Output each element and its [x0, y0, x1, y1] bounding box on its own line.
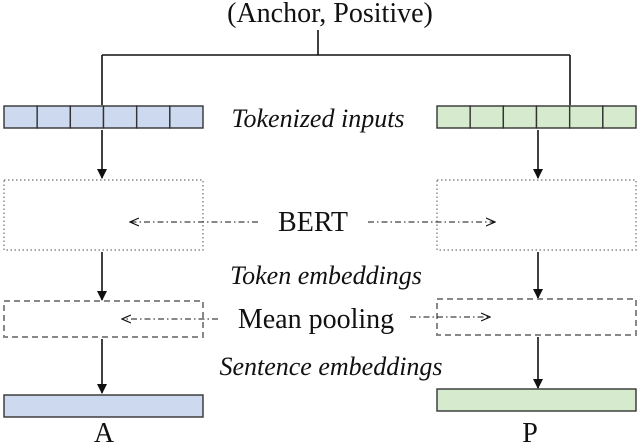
pair-title: (Anchor, Positive)	[227, 0, 433, 29]
pair-split-connector	[101, 30, 571, 105]
positive-token-cell	[602, 105, 637, 129]
sentence-embeddings-label: Sentence embeddings	[219, 352, 442, 381]
anchor-token-cell	[135, 105, 171, 129]
token-embeddings-label: Token embeddings	[230, 261, 422, 290]
positive-token-cell	[469, 105, 505, 129]
anchor-sentence-embedding	[3, 394, 204, 418]
positive-token-cell	[568, 105, 604, 129]
positive-bert-box	[436, 179, 637, 251]
anchor-token-cell	[69, 105, 105, 129]
anchor-token-cell	[36, 105, 72, 129]
anchor-token-bar	[3, 105, 204, 129]
anchor-output-label: A	[94, 418, 115, 444]
positive-token-cell	[502, 105, 538, 129]
anchor-token-cell	[169, 105, 204, 129]
mean-pooling-label: Mean pooling	[238, 304, 394, 335]
positive-token-bar	[436, 105, 637, 129]
positive-output-label: P	[522, 418, 538, 444]
anchor-bert-box	[3, 179, 204, 251]
anchor-token-cell	[102, 105, 138, 129]
anchor-token-cell	[3, 105, 38, 129]
anchor-pooling-box	[3, 300, 204, 338]
positive-token-cell	[436, 105, 471, 129]
bert-label: BERT	[278, 207, 348, 238]
tokenized-inputs-label: Tokenized inputs	[231, 104, 404, 133]
positive-sentence-embedding	[436, 388, 637, 412]
positive-token-cell	[535, 105, 571, 129]
